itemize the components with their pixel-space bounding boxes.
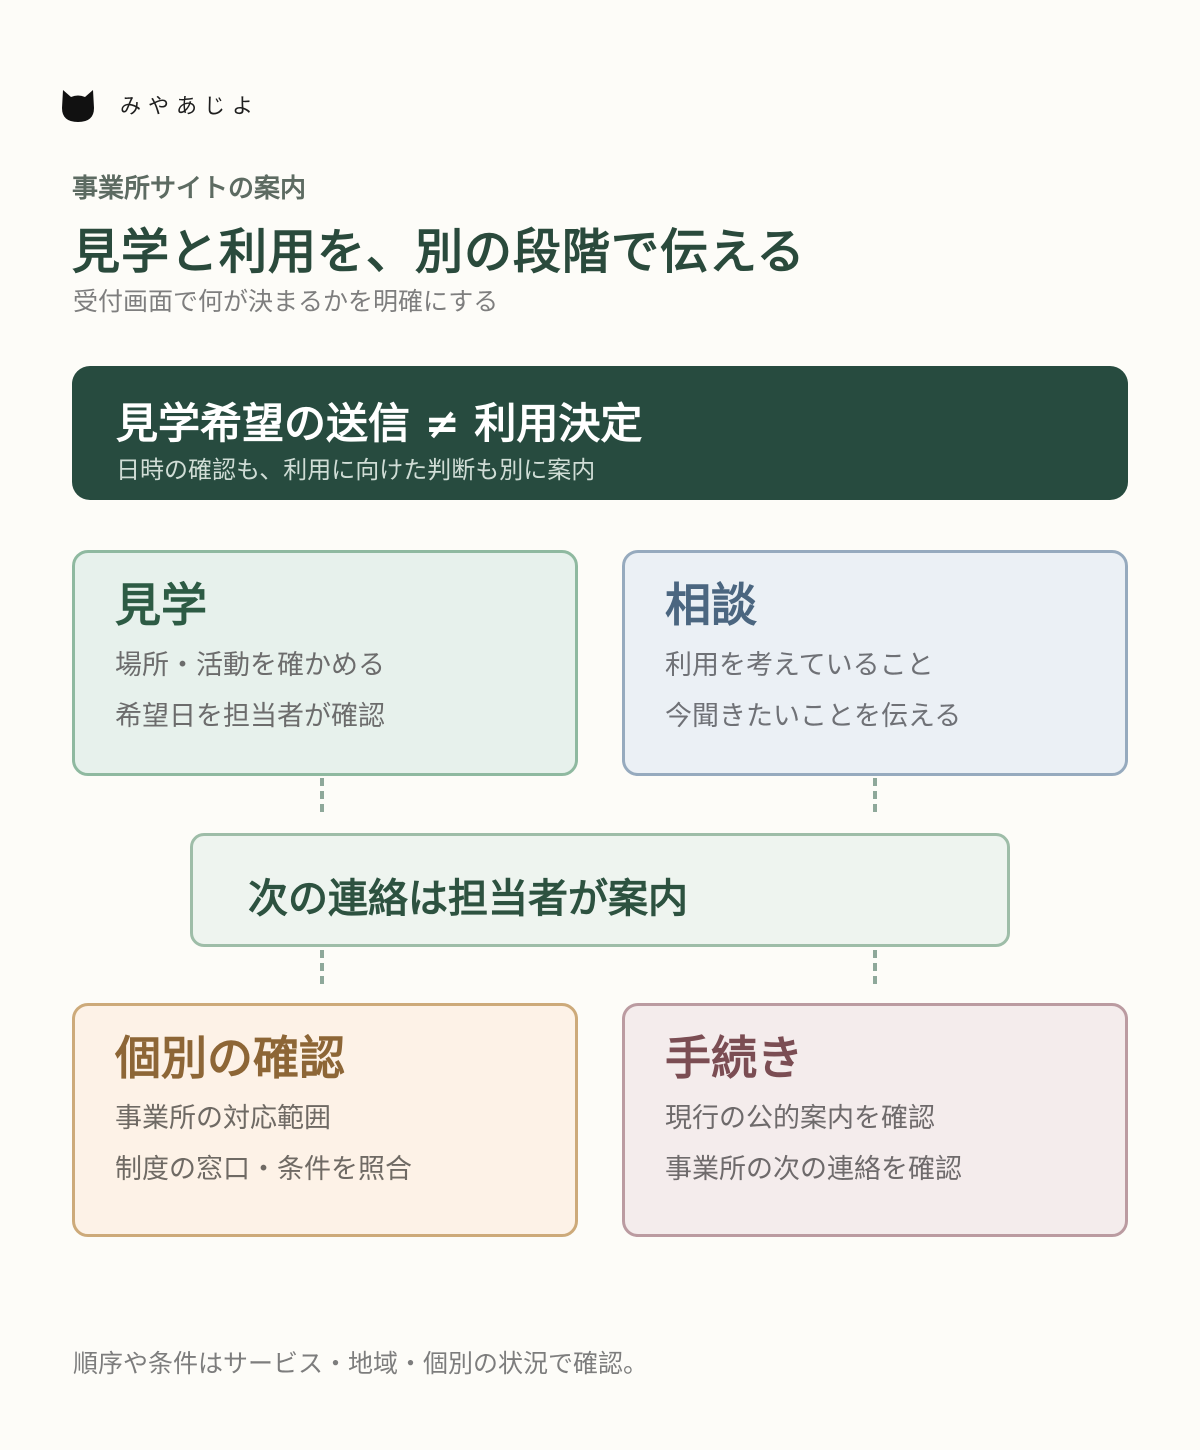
individual-check-card-title: 個別の確認 [115,1031,345,1085]
consult-card-line: 今聞きたいことを伝える [665,701,962,732]
procedure-card-title: 手続き [665,1031,803,1085]
procedure-card-line: 現行の公的案内を確認 [665,1103,935,1134]
connector-line [320,950,324,984]
cat-head-icon [62,90,94,122]
individual-check-card-line: 事業所の対応範囲 [115,1103,331,1134]
visit-card-line: 場所・活動を確かめる [115,650,385,681]
consult-card-line: 利用を考えていること [665,650,934,681]
visit-card-title: 見学 [115,578,207,632]
individual-check-card-line: 制度の窓口・条件を照合 [115,1154,412,1185]
key-message-banner: 見学希望の送信 ≠ 利用決定 日時の確認も、利用に向けた判断も別に案内 [72,366,1128,500]
footnote: 順序や条件はサービス・地域・個別の状況で確認。 [73,1349,649,1378]
visit-card: 見学 場所・活動を確かめる 希望日を担当者が確認 [72,550,578,776]
connector-line [320,778,324,812]
banner-title: 見学希望の送信 ≠ 利用決定 [116,399,643,448]
next-contact-label: 次の連絡は担当者が案内 [248,876,688,922]
procedure-card-line: 事業所の次の連絡を確認 [665,1154,962,1185]
connector-line [873,950,877,984]
next-contact-box: 次の連絡は担当者が案内 [190,833,1010,947]
page-kicker: 事業所サイトの案内 [72,174,307,204]
consult-card: 相談 利用を考えていること 今聞きたいことを伝える [622,550,1128,776]
page-subtitle: 受付画面で何が決まるかを明確にする [73,287,499,316]
connector-line [873,778,877,812]
brand-logo: みやあじよ [60,86,260,124]
visit-card-line: 希望日を担当者が確認 [115,701,385,732]
consult-card-title: 相談 [665,578,757,632]
brand-name: みやあじよ [120,94,260,118]
banner-subtitle: 日時の確認も、利用に向けた判断も別に案内 [116,456,596,484]
procedure-card: 手続き 現行の公的案内を確認 事業所の次の連絡を確認 [622,1003,1128,1237]
individual-check-card: 個別の確認 事業所の対応範囲 制度の窓口・条件を照合 [72,1003,578,1237]
page-title: 見学と利用を、別の段階で伝える [72,224,806,280]
